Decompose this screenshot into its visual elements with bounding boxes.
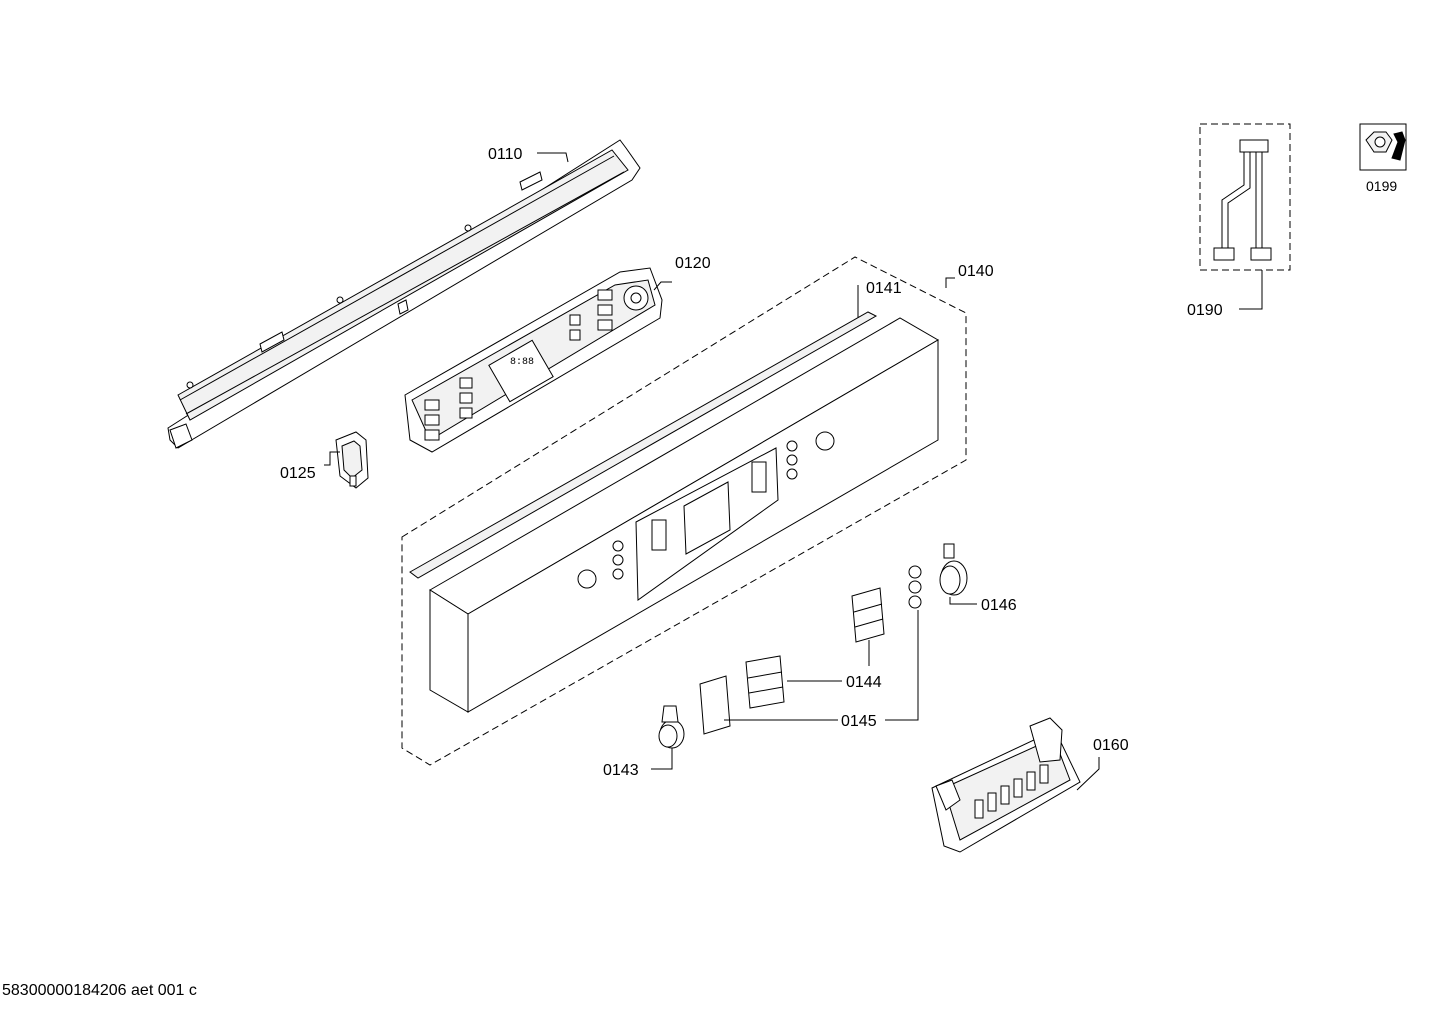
label-0146: 0146 bbox=[981, 597, 1017, 614]
leader-0143 bbox=[651, 748, 673, 770]
part-0110-rail[interactable] bbox=[167, 139, 641, 449]
leader-0190 bbox=[1239, 270, 1263, 310]
label-0120: 0120 bbox=[675, 255, 711, 272]
leader-0160 bbox=[1076, 757, 1100, 791]
document-id: 58300000184206 aet 001 c bbox=[2, 982, 197, 999]
part-0160-terminal-block[interactable] bbox=[931, 717, 1081, 853]
label-0160: 0160 bbox=[1093, 737, 1129, 754]
leader-0110 bbox=[537, 152, 569, 163]
part-0146-knob[interactable] bbox=[908, 543, 968, 609]
label-0144: 0144 bbox=[846, 674, 882, 691]
control-panel-fascia[interactable] bbox=[429, 317, 939, 713]
label-0141: 0141 bbox=[866, 280, 902, 297]
leader-0125 bbox=[324, 451, 340, 466]
wrench-nut-icon[interactable] bbox=[1359, 123, 1407, 171]
part-0145-caps[interactable] bbox=[699, 675, 731, 735]
part-0144-button-set-lower[interactable] bbox=[745, 655, 785, 709]
label-0190: 0190 bbox=[1187, 302, 1223, 319]
label-0199: 0199 bbox=[1366, 178, 1397, 194]
leader-0146 bbox=[949, 597, 977, 605]
label-0125: 0125 bbox=[280, 465, 316, 482]
display-digits-icon: 8:88 bbox=[510, 357, 534, 368]
part-0143-knob[interactable] bbox=[658, 705, 685, 749]
label-0140: 0140 bbox=[958, 263, 994, 280]
part-0190-wiring-harness[interactable] bbox=[1199, 123, 1291, 271]
group-0140-outline bbox=[401, 256, 967, 766]
leader-0145 bbox=[724, 610, 919, 721]
part-0141-seal-strip[interactable] bbox=[409, 311, 878, 579]
label-0145: 0145 bbox=[841, 713, 877, 730]
part-0144-button-set-upper[interactable] bbox=[851, 587, 885, 643]
label-0110: 0110 bbox=[488, 146, 523, 163]
leader-0144 bbox=[787, 640, 870, 682]
label-0143: 0143 bbox=[603, 762, 639, 779]
part-0120-control-module[interactable]: 8:88 bbox=[404, 267, 663, 453]
leader-0140 bbox=[945, 277, 955, 288]
leader-0120 bbox=[653, 281, 672, 291]
part-0125-connector[interactable] bbox=[335, 431, 369, 489]
